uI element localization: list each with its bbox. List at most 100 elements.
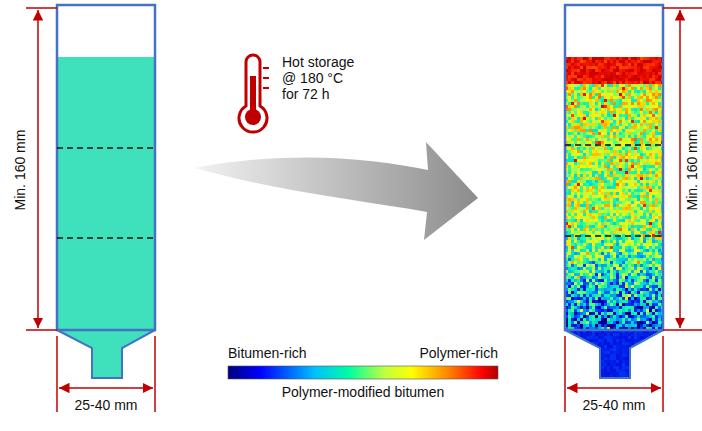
texture-cell [652, 66, 655, 69]
texture-cell [592, 189, 595, 192]
texture-cell [592, 78, 595, 81]
texture-cell [613, 174, 616, 177]
texture-cell [595, 231, 598, 234]
texture-cell [568, 237, 571, 240]
texture-cell [625, 66, 628, 69]
texture-cell [625, 117, 628, 120]
texture-cell [610, 213, 613, 216]
texture-cell [649, 168, 652, 171]
texture-cell [589, 96, 592, 99]
texture-cell [586, 150, 589, 153]
texture-cell [622, 225, 625, 228]
texture-cell [583, 60, 586, 63]
texture-cell [634, 177, 637, 180]
texture-cell [595, 219, 598, 222]
texture-cell [583, 168, 586, 171]
texture-cell [658, 222, 661, 225]
texture-cell [580, 117, 583, 120]
texture-cell [604, 192, 607, 195]
texture-cell [589, 192, 592, 195]
texture-cell [574, 201, 577, 204]
texture-cell [613, 99, 616, 102]
texture-cell [586, 126, 589, 129]
texture-cell [577, 216, 580, 219]
texture-cell [652, 192, 655, 195]
texture-cell [658, 117, 661, 120]
texture-cell [622, 96, 625, 99]
texture-cell [595, 123, 598, 126]
texture-cell [655, 57, 658, 60]
texture-cell [613, 216, 616, 219]
texture-cell [634, 195, 637, 198]
texture-cell [649, 204, 652, 207]
texture-cell [598, 192, 601, 195]
texture-cell [652, 186, 655, 189]
texture-cell [628, 135, 631, 138]
texture-cell [574, 228, 577, 231]
texture-cell [631, 114, 634, 117]
texture-cell [586, 81, 589, 84]
texture-cell [631, 147, 634, 150]
texture-cell [601, 216, 604, 219]
texture-cell [655, 183, 658, 186]
texture-cell [652, 102, 655, 105]
texture-cell [646, 63, 649, 66]
texture-cell [607, 171, 610, 174]
texture-cell [616, 216, 619, 219]
texture-cell [574, 114, 577, 117]
texture-cell [607, 180, 610, 183]
texture-cell [604, 156, 607, 159]
texture-cell [583, 183, 586, 186]
texture-cell [658, 138, 661, 141]
texture-cell [580, 60, 583, 63]
texture-cell [643, 162, 646, 165]
texture-cell [586, 228, 589, 231]
texture-cell [655, 162, 658, 165]
texture-cell [574, 69, 577, 72]
texture-cell [607, 90, 610, 93]
texture-cell [586, 135, 589, 138]
texture-cell [634, 201, 637, 204]
texture-cell [622, 87, 625, 90]
texture-cell [607, 210, 610, 213]
texture-cell [583, 117, 586, 120]
texture-cell [631, 63, 634, 66]
texture-cell [598, 75, 601, 78]
texture-cell [643, 135, 646, 138]
texture-cell [643, 90, 646, 93]
texture-cell [604, 102, 607, 105]
texture-cell [631, 75, 634, 78]
texture-cell [634, 105, 637, 108]
texture-cell [595, 138, 598, 141]
texture-cell [625, 105, 628, 108]
texture-cell [580, 129, 583, 132]
texture-cell [610, 78, 613, 81]
texture-cell [586, 111, 589, 114]
texture-cell [577, 123, 580, 126]
texture-cell [622, 81, 625, 84]
texture-cell [619, 63, 622, 66]
texture-cell [658, 216, 661, 219]
texture-cell [637, 198, 640, 201]
texture-cell [643, 159, 646, 162]
texture-cell [646, 213, 649, 216]
texture-cell [568, 60, 571, 63]
texture-cell [610, 186, 613, 189]
texture-cell [571, 165, 574, 168]
texture-cell [568, 81, 571, 84]
texture-cell [625, 228, 628, 231]
texture-cell [589, 183, 592, 186]
texture-cell [607, 222, 610, 225]
texture-cell [634, 138, 637, 141]
texture-cell [628, 207, 631, 210]
texture-cell [619, 231, 622, 234]
texture-cell [655, 87, 658, 90]
texture-cell [610, 105, 613, 108]
texture-cell [649, 108, 652, 111]
texture-cell [616, 222, 619, 225]
texture-cell [652, 180, 655, 183]
texture-cell [631, 93, 634, 96]
texture-cell [640, 129, 643, 132]
texture-cell [646, 192, 649, 195]
texture-cell [613, 66, 616, 69]
